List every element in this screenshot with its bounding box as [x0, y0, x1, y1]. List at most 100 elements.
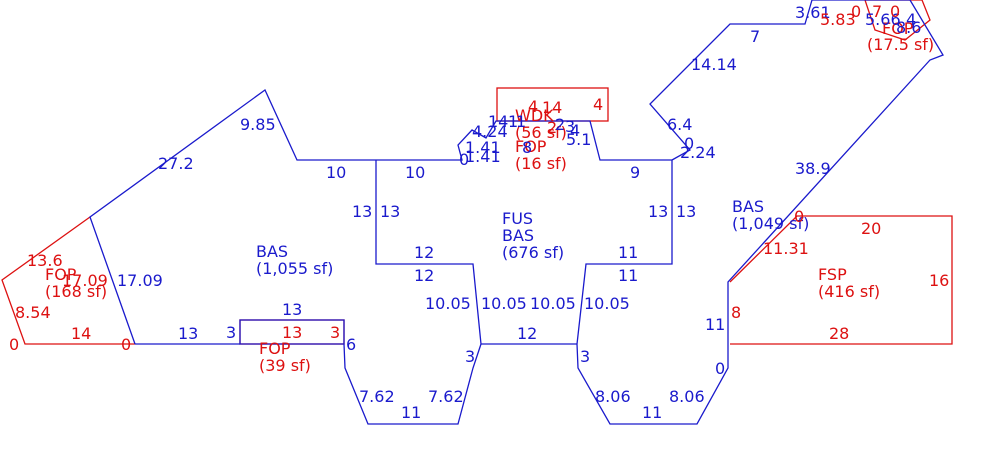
- dim-label: 10: [405, 163, 425, 182]
- dim-label: 0: [684, 134, 694, 153]
- dim-label: 12: [414, 243, 434, 262]
- area-fop-bottom-name: FOP: [259, 339, 291, 358]
- dim-label: 10.05: [530, 294, 576, 313]
- dim-label: 8: [731, 303, 741, 322]
- dim-label: 11: [642, 403, 662, 422]
- dim-label: 6: [346, 335, 356, 354]
- area-fop-bottom-size: (39 sf): [259, 356, 311, 375]
- dim-label: 3: [565, 117, 575, 136]
- dim-label: 11.31: [763, 239, 809, 258]
- dim-label: 10.05: [584, 294, 630, 313]
- dim-label: 8.6: [896, 18, 921, 37]
- area-wdk-name: WDK: [515, 106, 554, 125]
- building-outline: [89, 0, 944, 425]
- dim-label: 13: [676, 202, 696, 221]
- dim-label: 8.06: [595, 387, 631, 406]
- area-fop-center-name: FOP: [515, 137, 547, 156]
- dim-label: 17.09: [62, 271, 108, 290]
- dim-label: 27.2: [158, 154, 194, 173]
- dim-label: 0: [794, 207, 804, 226]
- area-fop-topright-size: (17.5 sf): [867, 35, 934, 54]
- fop-topright-outline: [864, 0, 931, 41]
- dim-label: 14.14: [691, 55, 737, 74]
- dim-label: 4: [528, 97, 538, 116]
- dim-label: 11: [618, 266, 638, 285]
- dim-label: 2.24: [680, 143, 716, 162]
- dim-label: 10: [326, 163, 346, 182]
- area-wdk-size: (56 sf): [515, 123, 567, 142]
- dim-label: 13.6: [27, 251, 63, 270]
- dim-label: 7: [750, 27, 760, 46]
- dim-label: 0: [851, 2, 861, 21]
- dim-label: 13: [648, 202, 668, 221]
- dim-label: 1: [516, 112, 526, 131]
- dim-label: 14: [542, 98, 562, 117]
- inner-left-wall: [239, 160, 482, 425]
- area-bas-left-size: (1,055 sf): [256, 259, 333, 278]
- dim-label: 12: [517, 324, 537, 343]
- dim-label: 11: [618, 243, 638, 262]
- area-fop-topright-name: FOP: [882, 19, 914, 38]
- fop-left-outline: [1, 216, 135, 345]
- dim-label: 16: [929, 271, 949, 290]
- dim-label: 3: [330, 323, 340, 342]
- dim-label: 0: [715, 359, 725, 378]
- dim-label: 6.4: [667, 115, 692, 134]
- blue-outlines: [89, 0, 944, 425]
- dim-label: 3: [226, 323, 236, 342]
- dim-label: 8.54: [15, 303, 51, 322]
- dim-label: 2: [555, 115, 565, 134]
- dim-label: 3.61: [795, 3, 831, 22]
- area-fop-center-size: (16 sf): [515, 154, 567, 173]
- area-fus-size: (676 sf): [502, 243, 564, 262]
- dim-label: 8.06: [669, 387, 705, 406]
- dim-label: 4: [906, 10, 916, 29]
- area-bas-left-name: BAS: [256, 242, 288, 261]
- area-fus-bas-name: BAS: [502, 226, 534, 245]
- dim-label: 4: [570, 121, 580, 140]
- dim-label: 1.41: [465, 138, 501, 157]
- dim-label: 0: [459, 150, 469, 169]
- dim-label: 12: [414, 266, 434, 285]
- dim-label: 13: [178, 324, 198, 343]
- area-fsp-size: (416 sf): [818, 282, 880, 301]
- dim-label: 10.05: [425, 294, 471, 313]
- area-fsp-name: FSP: [818, 265, 847, 284]
- area-bas-right-size: (1,049 sf): [732, 214, 809, 233]
- area-fop-left-name: FOP: [45, 265, 77, 284]
- dim-label: 1.41: [465, 147, 501, 166]
- dim-label: 9: [630, 163, 640, 182]
- dim-label: 5.83: [820, 10, 856, 29]
- dim-label: 7.62: [428, 387, 464, 406]
- area-fop-left-size: (168 sf): [45, 282, 107, 301]
- dim-label: 4.24: [472, 122, 508, 141]
- dim-label: 11: [401, 403, 421, 422]
- red-dimensions: 13.6 17.09 8.54 0 14 0 13 3 14 4 2 4 20 …: [9, 2, 949, 354]
- dim-label: 7.62: [359, 387, 395, 406]
- dim-label: 0: [890, 2, 900, 21]
- area-labels: BAS (1,055 sf) FUS BAS (676 sf) BAS (1,0…: [45, 19, 934, 375]
- dim-label: 1: [508, 112, 518, 131]
- blue-dimensions: 9.85 27.2 10 10 0 1.41 1.41 4.24 8 3 14 …: [117, 3, 916, 422]
- dim-label: 13: [352, 202, 372, 221]
- dim-label: 13: [282, 300, 302, 319]
- dim-label: 11: [705, 315, 725, 334]
- dim-label: 5.66: [865, 10, 901, 29]
- dim-label: 7: [872, 2, 882, 21]
- dim-label: 3: [580, 347, 590, 366]
- dim-label: 2: [547, 118, 557, 137]
- dim-label: 4: [593, 95, 603, 114]
- dim-label: 20: [861, 219, 881, 238]
- area-bas-right-name: BAS: [732, 197, 764, 216]
- dim-label: 9.85: [240, 115, 276, 134]
- dim-label: 0: [9, 335, 19, 354]
- dim-label: 0: [121, 335, 131, 354]
- dim-label: 14: [488, 112, 508, 131]
- dim-label: 3: [465, 347, 475, 366]
- dim-label: 17.09: [117, 271, 163, 290]
- dim-label: 13: [282, 323, 302, 342]
- fsp-outline: [729, 215, 953, 345]
- dim-label: 28: [829, 324, 849, 343]
- dim-label: 38.9: [795, 159, 831, 178]
